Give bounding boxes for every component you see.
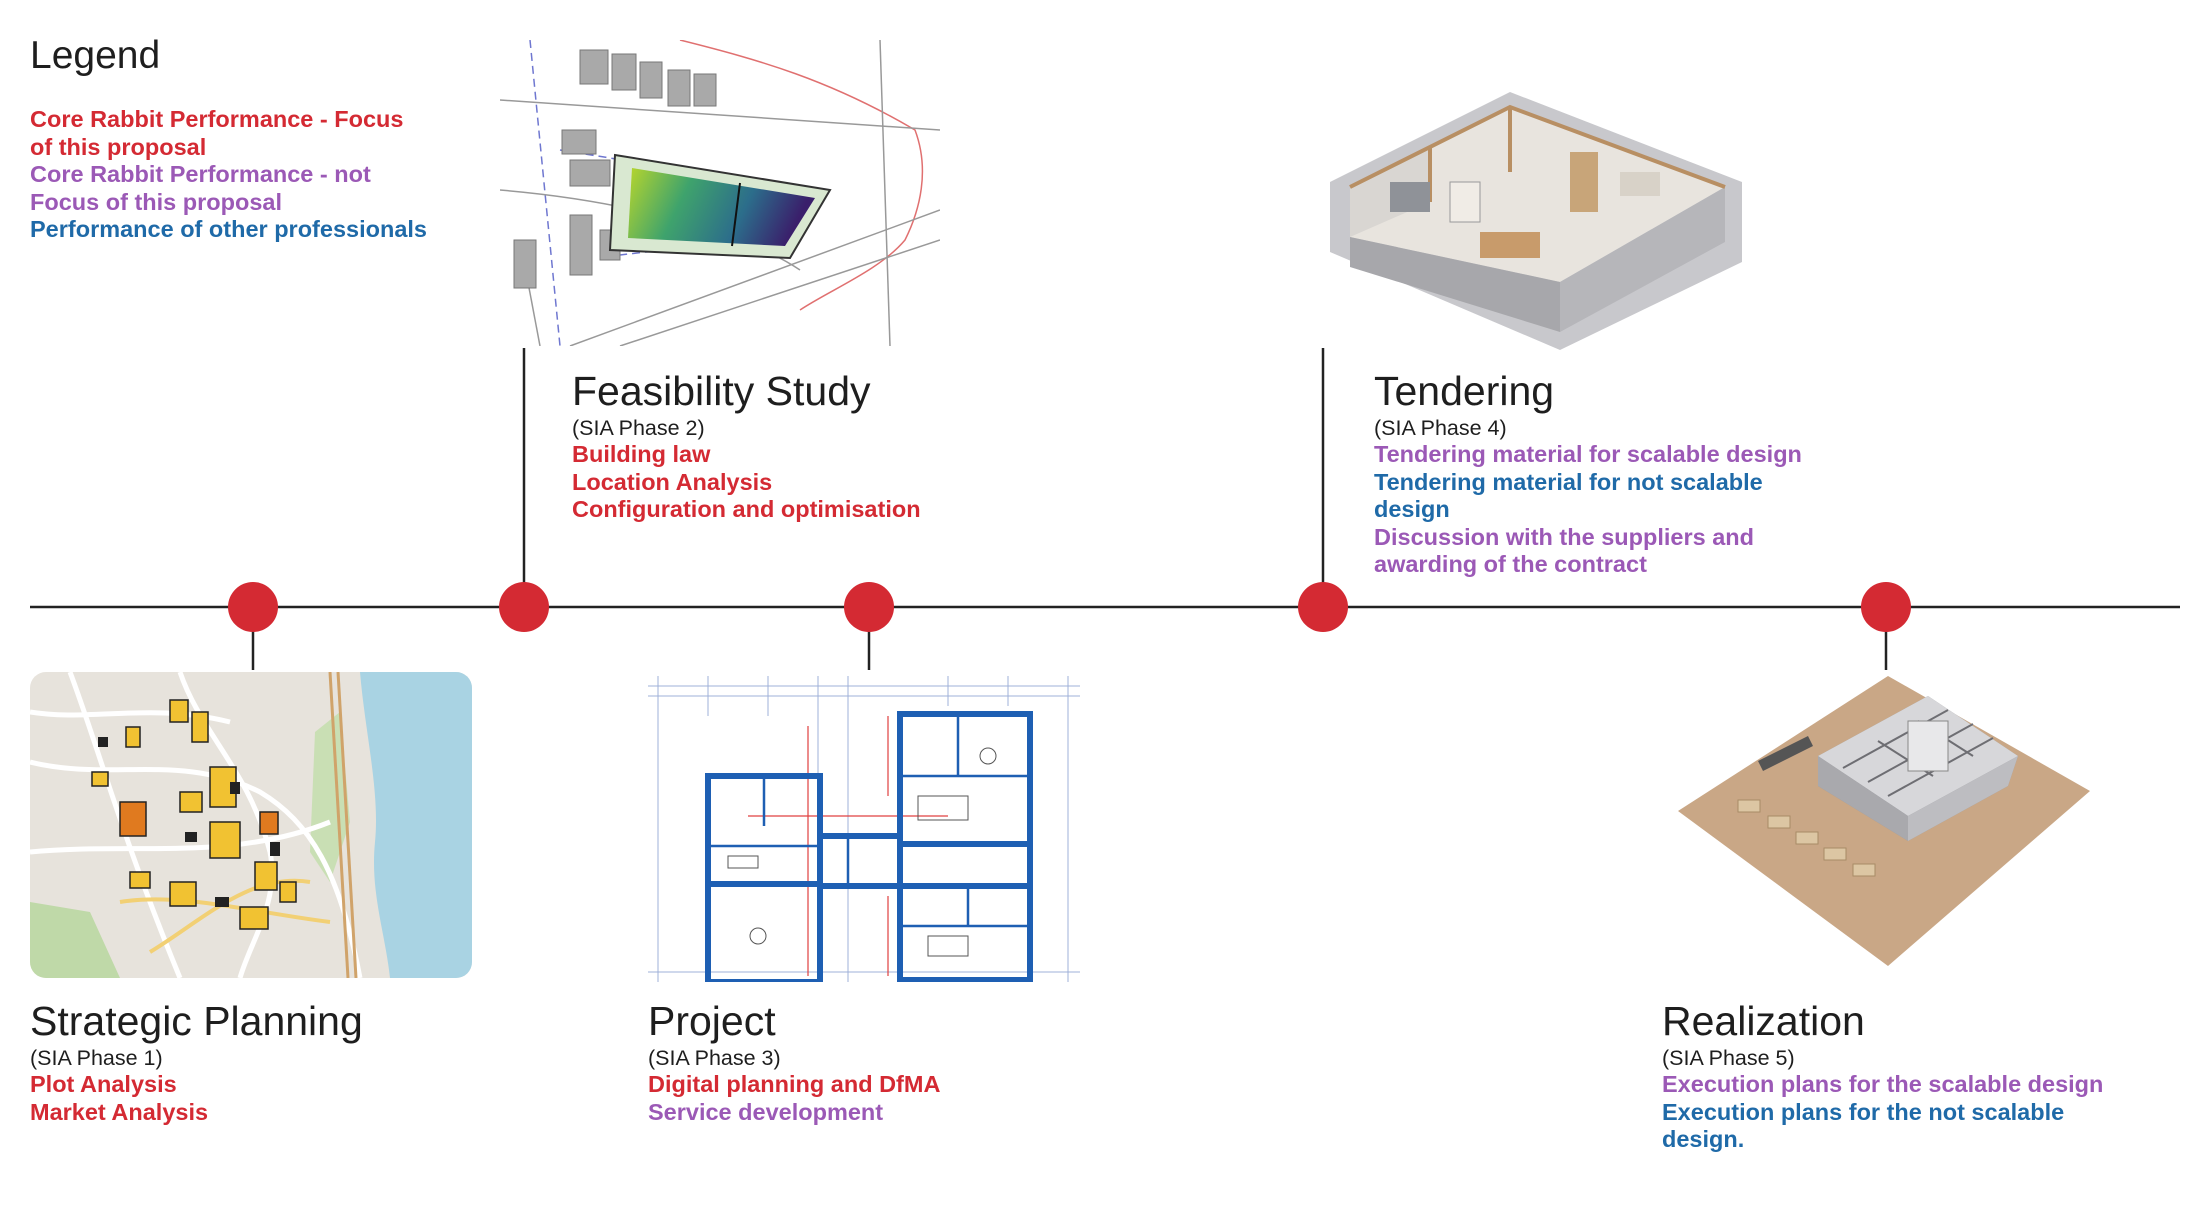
phase-subtitle: (SIA Phase 3) <box>648 1046 781 1070</box>
phase-subtitle: (SIA Phase 2) <box>572 416 705 440</box>
floor-plan-image <box>648 676 1080 982</box>
phase-project: Project (SIA Phase 3) Digital planning a… <box>648 997 940 1126</box>
phase-realization: Realization (SIA Phase 5) Execution plan… <box>1662 997 2132 1154</box>
timeline-dot-phase-5 <box>1861 582 1911 632</box>
phase-title: Strategic Planning <box>30 998 363 1044</box>
site-plan-image <box>500 40 940 346</box>
phase-item: Building law <box>572 441 711 467</box>
phase-item: Tendering material for scalable design <box>1374 441 1802 467</box>
legend-item-not-focus: Core Rabbit Performance - not Focus of t… <box>30 161 371 215</box>
phase-title: Realization <box>1662 998 1865 1044</box>
legend-item-other-professionals: Performance of other professionals <box>30 216 427 242</box>
phase-item: Execution plans for the not scalable des… <box>1662 1098 2065 1153</box>
phase-item: Configuration and optimisation <box>572 496 921 522</box>
building-site-model-image <box>1678 676 2090 966</box>
phase-title: Tendering <box>1374 368 1555 414</box>
phase-subtitle: (SIA Phase 4) <box>1374 416 1507 440</box>
timeline-dot-phase-3 <box>844 582 894 632</box>
timeline-dot-phase-2 <box>499 582 549 632</box>
phase-item: Execution plans for the scalable design <box>1662 1071 2104 1097</box>
legend-item-focus: Core Rabbit Performance - Focus of this … <box>30 106 404 160</box>
legend: Core Rabbit Performance - Focus of this … <box>30 106 430 244</box>
phase-item: Market Analysis <box>30 1098 209 1125</box>
legend-title: Legend <box>30 34 161 77</box>
phase-feasibility-study: Feasibility Study (SIA Phase 2) Building… <box>572 367 921 524</box>
phase-title: Project <box>648 998 776 1044</box>
phase-item: Digital planning and DfMA <box>648 1071 941 1097</box>
city-map-image <box>30 672 472 978</box>
phase-item: Discussion with the suppliers and awardi… <box>1374 523 1754 578</box>
timeline-dot-phase-1 <box>228 582 278 632</box>
timeline-dot-phase-4 <box>1298 582 1348 632</box>
phase-item: Service development <box>648 1098 884 1125</box>
phase-item: Plot Analysis <box>30 1071 177 1097</box>
phase-item: Location Analysis <box>572 468 773 495</box>
phase-title: Feasibility Study <box>572 368 871 414</box>
phase-strategic-planning: Strategic Planning (SIA Phase 1) Plot An… <box>30 997 363 1126</box>
phase-item: Tendering material for not scalable desi… <box>1374 468 1763 523</box>
phase-subtitle: (SIA Phase 1) <box>30 1046 163 1070</box>
interior-model-image <box>1330 62 1742 350</box>
phase-tendering: Tendering (SIA Phase 4) Tendering materi… <box>1374 367 1824 579</box>
phase-subtitle: (SIA Phase 5) <box>1662 1046 1795 1070</box>
